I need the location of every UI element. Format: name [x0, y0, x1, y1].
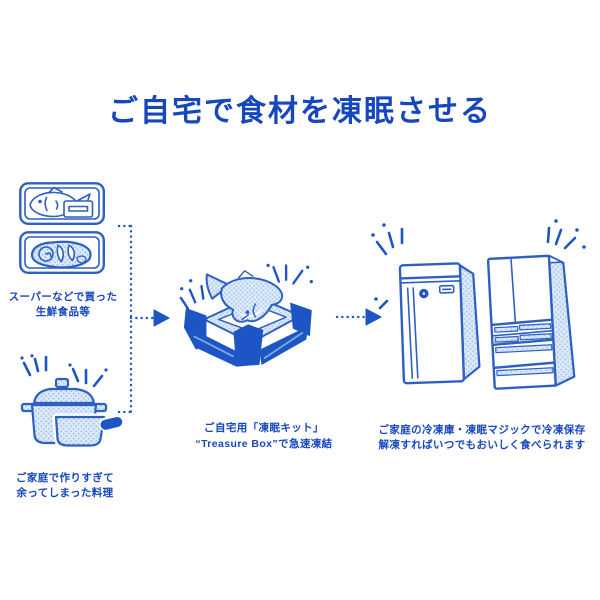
page-title: ご自宅で食材を凍眠させる [108, 95, 492, 128]
treasure-box-icon [179, 263, 313, 367]
caption-freeze-kit: ご自宅用「凍眠キット」 “Treasure Box”で急速凍結 [195, 422, 333, 450]
pot-pan-icon [20, 354, 126, 449]
connector-lines [117, 224, 382, 414]
caption-supermarket-foods: スーパーなどで買った 生鮮食品等 [8, 291, 118, 318]
arrow-right-icon [153, 309, 170, 327]
refrigerator-icon [486, 254, 576, 390]
freezer-sparkles [371, 223, 404, 310]
refrigerator-sparkles [546, 219, 586, 250]
freezer-icon [398, 262, 481, 385]
meat-package-icon [19, 231, 105, 274]
caption-homemade-dishes: ご家庭で作りすぎて 余ってしまった料理 [15, 472, 115, 499]
fish-package-icon [19, 182, 105, 225]
arrow-right-icon [365, 308, 382, 326]
caption-frozen-storage: ご家庭の冷凍庫・凍眠マジックで冷凍保存 解凍すればいつでもおいしく食べられます [378, 424, 586, 451]
